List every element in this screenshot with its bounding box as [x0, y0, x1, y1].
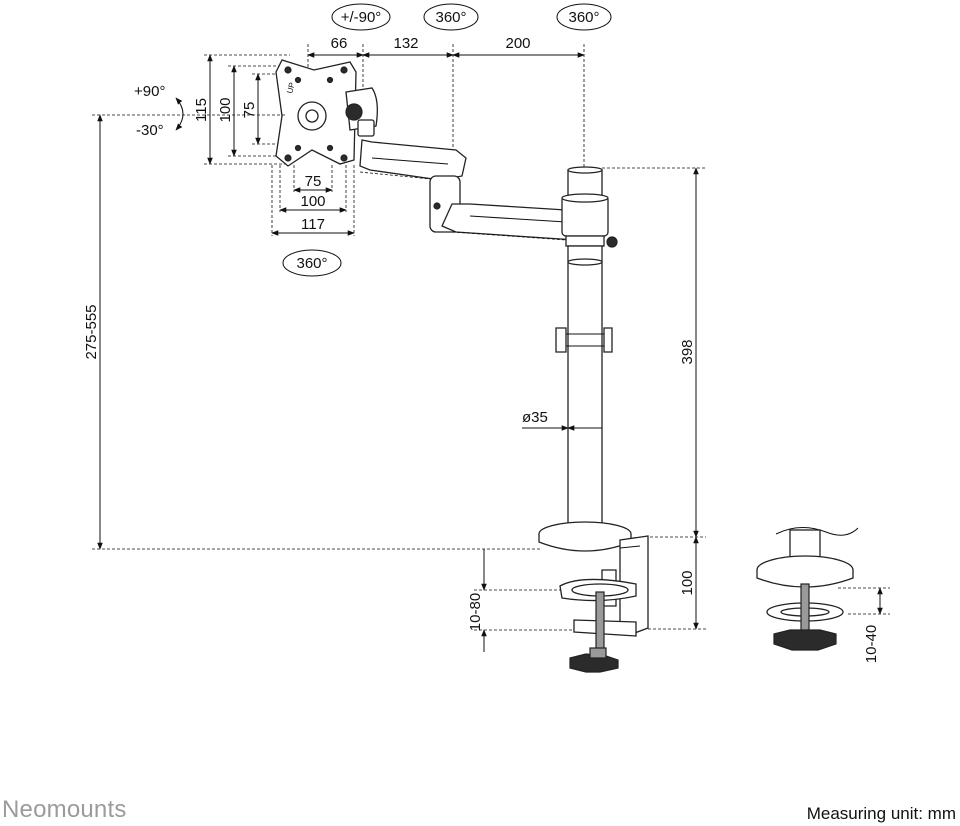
dim-75-vertical: 75 [241, 102, 258, 119]
tilt-head [345, 87, 378, 137]
rotation-label: 360° [435, 9, 466, 26]
dim-200: 200 [505, 35, 530, 52]
dim-117-horizontal: 117 [301, 216, 325, 233]
tilt-up-label: +90° [134, 83, 165, 100]
dim-100-clamp: 100 [679, 570, 696, 595]
rotation-badge-plate: 360° [282, 249, 342, 277]
tilt-indicator: +90° -30° [134, 83, 184, 139]
rotation-badge-pole-joint: 360° [556, 3, 612, 31]
dim-75-horizontal: 75 [305, 173, 322, 190]
dim-132: 132 [393, 35, 418, 52]
base-clamp [538, 521, 649, 673]
dim-10-40: 10-40 [863, 625, 880, 663]
dim-66: 66 [331, 35, 348, 52]
pole-diameter-dimension: ø35 [522, 409, 602, 431]
dim-100-horizontal: 100 [300, 193, 325, 210]
clamp-height-dimension: 100 [648, 536, 706, 630]
dim-diameter: ø35 [522, 409, 548, 426]
rotation-label: 360° [568, 9, 599, 26]
vesa-horizontal-dimensions: 75 100 117 [271, 165, 355, 236]
pole [555, 166, 618, 537]
height-range-dimension: 275-555 [83, 114, 540, 550]
dim-10-80: 10-80 [467, 593, 484, 631]
dim-115: 115 [193, 98, 210, 122]
vesa-vertical-dimensions: 115 100 75 [193, 54, 290, 165]
pole-height-dimension: 398 [602, 167, 706, 538]
tilt-down-label: -30° [136, 122, 164, 139]
vesa-plate: UP [275, 59, 357, 167]
dim-100-vertical: 100 [217, 97, 234, 122]
grommet-thickness-dimension: 10-40 [838, 587, 890, 663]
brand-logo: Neomounts [2, 796, 127, 823]
measuring-unit-note: Measuring unit: mm [806, 804, 956, 823]
dim-275-555: 275-555 [83, 304, 100, 359]
rotation-badge-arm-joint: 360° [423, 3, 479, 31]
plate-up-label: UP [285, 81, 297, 94]
rotation-label: +/-90° [341, 9, 382, 26]
rotation-badge-tilt: +/-90° [331, 3, 391, 31]
arm-length-dimensions: 66 132 200 [307, 35, 585, 168]
dim-398: 398 [679, 339, 696, 364]
grommet-mount-detail [756, 527, 859, 651]
desk-thickness-dimension: 10-80 [467, 549, 574, 652]
rotation-label: 360° [296, 255, 327, 272]
